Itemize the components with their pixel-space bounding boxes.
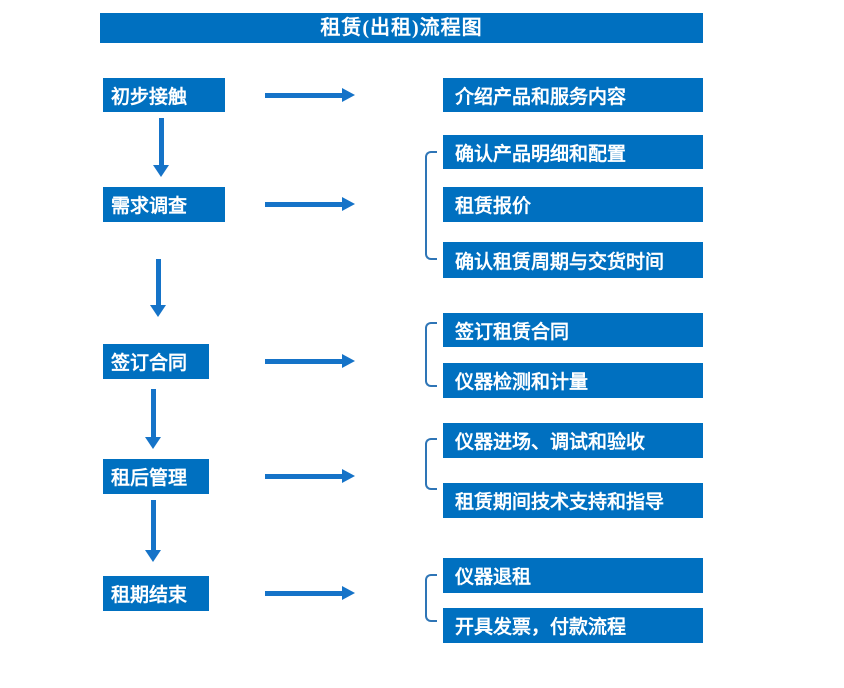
arrow-shaft: [265, 201, 342, 207]
arrow-shaft: [155, 259, 161, 306]
output-instrument-testing: 仪器检测和计量: [443, 363, 703, 398]
arrow-head: [342, 197, 355, 211]
down-arrow-icon: [145, 500, 161, 562]
arrow-shaft: [265, 590, 342, 596]
output-rental-quote: 租赁报价: [443, 187, 703, 222]
arrow-head: [145, 550, 161, 562]
arrow-shaft: [265, 358, 342, 364]
output-confirm-period: 确认租赁周期与交货时间: [443, 242, 703, 278]
right-arrow-icon: [265, 586, 355, 600]
output-invoice-payment: 开具发票，付款流程: [443, 608, 703, 643]
down-arrow-icon: [145, 389, 161, 449]
group-bracket: [425, 151, 437, 260]
arrow-shaft: [158, 118, 164, 166]
group-bracket: [425, 322, 437, 387]
right-arrow-icon: [265, 197, 355, 211]
right-arrow-icon: [265, 354, 355, 368]
arrow-shaft: [150, 389, 156, 438]
arrow-head: [153, 165, 169, 177]
arrow-shaft: [150, 500, 156, 551]
step-post-rental-management: 租后管理: [103, 459, 209, 494]
down-arrow-icon: [153, 118, 169, 177]
down-arrow-icon: [150, 259, 166, 317]
arrow-head: [342, 469, 355, 483]
output-introduce-products: 介绍产品和服务内容: [443, 78, 703, 112]
right-arrow-icon: [265, 88, 355, 102]
output-sign-rental-contract: 签订租赁合同: [443, 313, 703, 347]
arrow-shaft: [265, 92, 342, 98]
output-tech-support: 租赁期间技术支持和指导: [443, 483, 703, 518]
arrow-head: [145, 437, 161, 449]
step-lease-end: 租期结束: [103, 576, 209, 611]
arrow-head: [150, 305, 166, 317]
arrow-head: [342, 586, 355, 600]
group-bracket: [425, 574, 437, 622]
step-sign-contract: 签订合同: [103, 344, 209, 379]
arrow-head: [342, 354, 355, 368]
output-instrument-setup: 仪器进场、调试和验收: [443, 423, 703, 458]
arrow-shaft: [265, 473, 342, 479]
arrow-head: [342, 88, 355, 102]
step-demand-survey: 需求调查: [103, 187, 225, 222]
group-bracket: [425, 438, 437, 490]
output-instrument-return: 仪器退租: [443, 558, 703, 593]
step-initial-contact: 初步接触: [103, 78, 225, 112]
output-confirm-product-spec: 确认产品明细和配置: [443, 135, 703, 169]
flowchart-title: 租赁(出租)流程图: [100, 13, 703, 43]
right-arrow-icon: [265, 469, 355, 483]
